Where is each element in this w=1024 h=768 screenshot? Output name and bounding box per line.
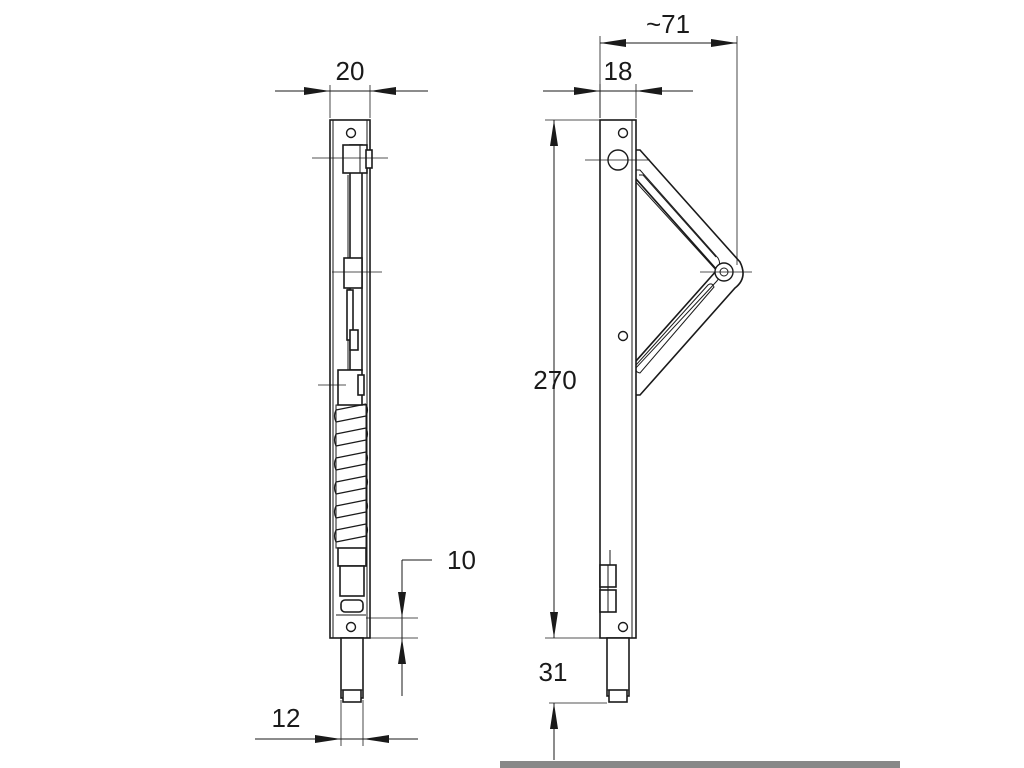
- dim-label-20: 20: [336, 56, 365, 86]
- left-lower-guide: [337, 547, 367, 567]
- right-bottom-hole: [617, 621, 629, 633]
- right-body: [599, 119, 637, 639]
- dim-label-10: 10: [447, 545, 476, 575]
- left-bottom-hole: [345, 621, 357, 633]
- right-rod: [606, 637, 630, 697]
- right-mid-hole: [617, 330, 629, 342]
- dim-label-31: 31: [539, 657, 568, 687]
- floor-line: [500, 761, 900, 768]
- right-width-dimension: 18: [543, 56, 693, 118]
- left-rod: [340, 637, 364, 699]
- left-view: 20 10 12: [255, 56, 476, 746]
- right-lower-latch: [599, 550, 617, 613]
- dim-label-18: 18: [604, 56, 633, 86]
- right-view: ~71 18 270 31: [500, 9, 900, 768]
- dim-label-12: 12: [272, 703, 301, 733]
- dim-label-71: ~71: [646, 9, 690, 39]
- reach-dimension: ~71: [599, 9, 738, 265]
- left-top-hole: [345, 127, 357, 139]
- height-dimension: 270: [533, 119, 600, 639]
- left-rod-dimension: 12: [255, 700, 418, 746]
- left-offset-dimension: 10: [366, 545, 476, 696]
- dim-label-270: 270: [533, 365, 576, 395]
- right-top-hole: [617, 127, 629, 139]
- left-width-dimension: 20: [275, 56, 428, 118]
- bottom-dimension: 31: [539, 657, 607, 760]
